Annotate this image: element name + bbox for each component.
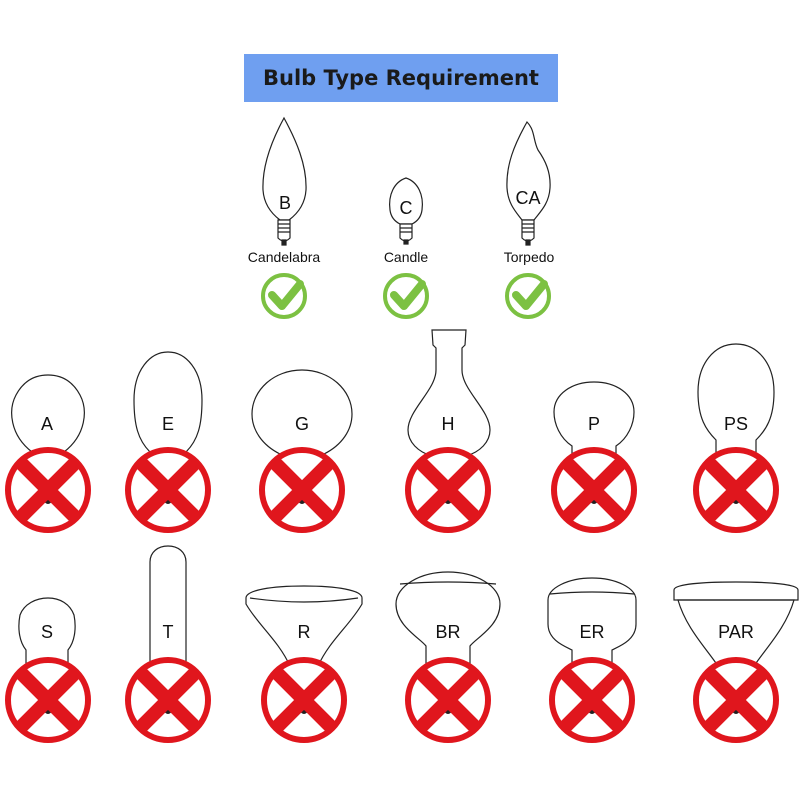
check-icon (383, 273, 429, 319)
x-icon (125, 447, 211, 533)
bulb-code-par: PAR (718, 622, 754, 642)
x-icon (259, 447, 345, 533)
bulb-code-r: R (298, 622, 311, 642)
bulb-p-outline (553, 381, 635, 460)
check-icon (261, 273, 307, 319)
bulb-a-outline (11, 374, 85, 453)
bulb-t-outline (149, 545, 187, 664)
bulb-code-s: S (41, 622, 53, 642)
check-icon (505, 273, 551, 319)
bulb-code-b: B (279, 193, 291, 213)
bulb-code-h: H (442, 414, 455, 434)
bulb-r-outline (245, 585, 363, 667)
title-banner: Bulb Type Requirement (244, 54, 558, 102)
bulb-e-outline (133, 351, 203, 453)
bulb-br-outline (395, 571, 501, 665)
bulb-code-t: T (163, 622, 174, 642)
bulb-ps-outline (697, 343, 775, 460)
x-icon (405, 657, 491, 743)
bulb-ca-outline (506, 121, 551, 246)
bulb-code-ps: PS (724, 414, 748, 434)
x-icon (693, 657, 779, 743)
bulb-code-c: C (400, 198, 413, 218)
allowed-name-torpedo: Torpedo (503, 249, 555, 265)
bulb-h-outline (407, 329, 491, 457)
page-title: Bulb Type Requirement (263, 66, 539, 90)
bulb-s-outline (18, 597, 76, 664)
bulb-er-outline (547, 577, 637, 665)
bulb-code-g: G (295, 414, 309, 434)
x-icon (405, 447, 491, 533)
bulb-code-br: BR (435, 622, 460, 642)
bulb-g-outline (251, 369, 353, 455)
bulb-code-er: ER (579, 622, 604, 642)
allowed-name-candle: Candle (383, 249, 429, 265)
bulb-b-outline (262, 116, 307, 246)
x-icon (5, 657, 91, 743)
x-icon (125, 657, 211, 743)
x-icon (5, 447, 91, 533)
x-icon (693, 447, 779, 533)
bulb-code-a: A (41, 414, 53, 434)
bulb-code-ca: CA (515, 188, 540, 208)
x-icon (549, 657, 635, 743)
bulb-c-outline (389, 177, 423, 245)
x-icon (551, 447, 637, 533)
bulb-code-e: E (162, 414, 174, 434)
allowed-name-candelabra: Candelabra (247, 249, 321, 265)
x-icon (261, 657, 347, 743)
bulb-code-p: P (588, 414, 600, 434)
